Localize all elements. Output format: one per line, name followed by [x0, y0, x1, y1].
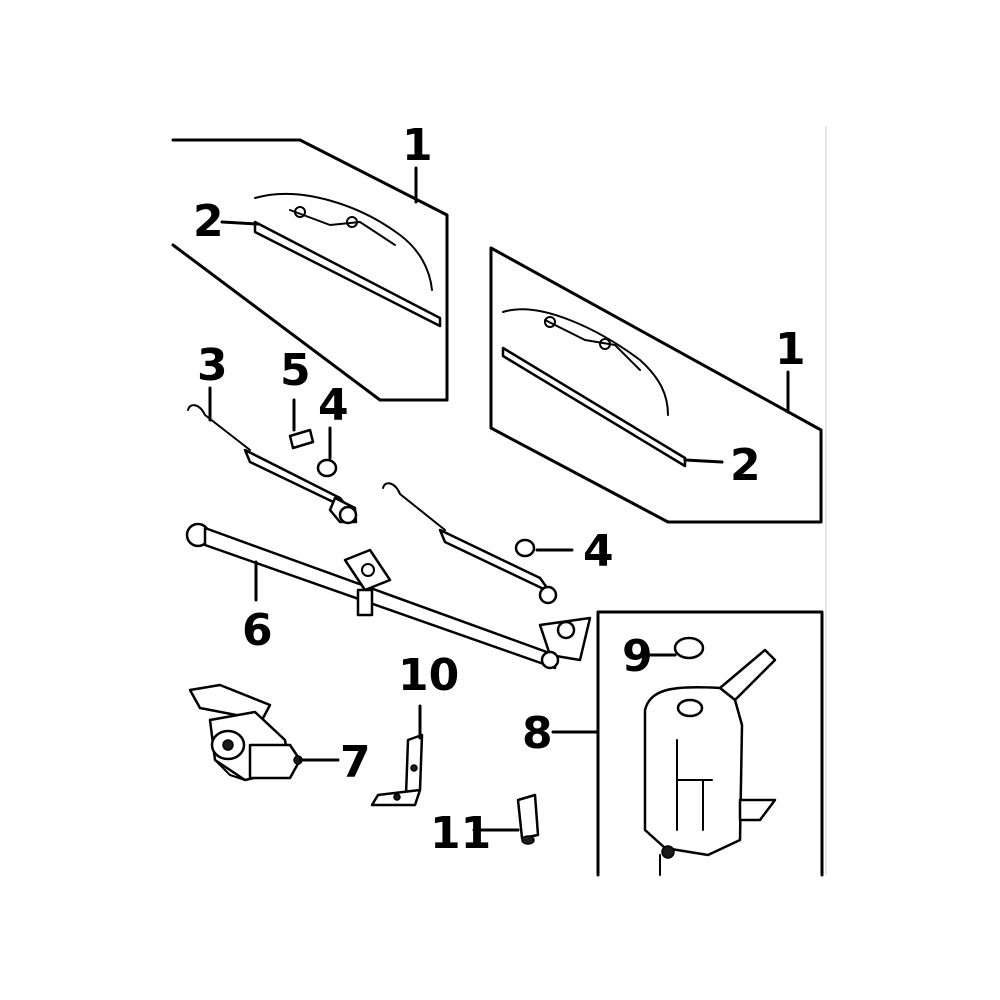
callout-1-top: 1: [402, 120, 433, 171]
callout-11: 11: [430, 808, 491, 859]
bracket-part-10: [370, 733, 424, 807]
wiper-arm-right: [382, 482, 558, 605]
leader-2-right: [683, 458, 724, 464]
callout-4-left: 4: [318, 380, 349, 431]
callout-9: 9: [622, 631, 653, 682]
callout-10: 10: [398, 650, 459, 701]
washer-reservoir: [643, 648, 777, 876]
cap-part-5: [288, 428, 315, 450]
callout-4-right: 4: [583, 526, 614, 577]
callout-1-right: 1: [775, 324, 806, 375]
wiper-motor: [188, 683, 303, 782]
callout-7: 7: [340, 737, 371, 788]
wiper-linkage: [185, 522, 592, 670]
wiper-arm-left: [187, 404, 358, 525]
nut-part-4-right: [514, 538, 536, 558]
callout-2-top: 2: [193, 196, 224, 247]
leader-2-top: [220, 220, 260, 226]
reservoir-panel: [596, 610, 824, 877]
callout-2-right: 2: [730, 440, 761, 491]
blade-panel-right: [489, 246, 823, 524]
wiper-blade-right: [501, 308, 687, 468]
pump-part-11: [516, 793, 540, 845]
cap-part-9: [673, 636, 705, 660]
callout-8: 8: [522, 708, 553, 759]
callout-3: 3: [197, 340, 228, 391]
callout-5: 5: [280, 345, 311, 396]
blade-panel-left: [171, 138, 449, 402]
nut-part-4-left: [316, 458, 338, 478]
wiper-blade-left: [253, 192, 442, 328]
callout-6: 6: [242, 605, 273, 656]
